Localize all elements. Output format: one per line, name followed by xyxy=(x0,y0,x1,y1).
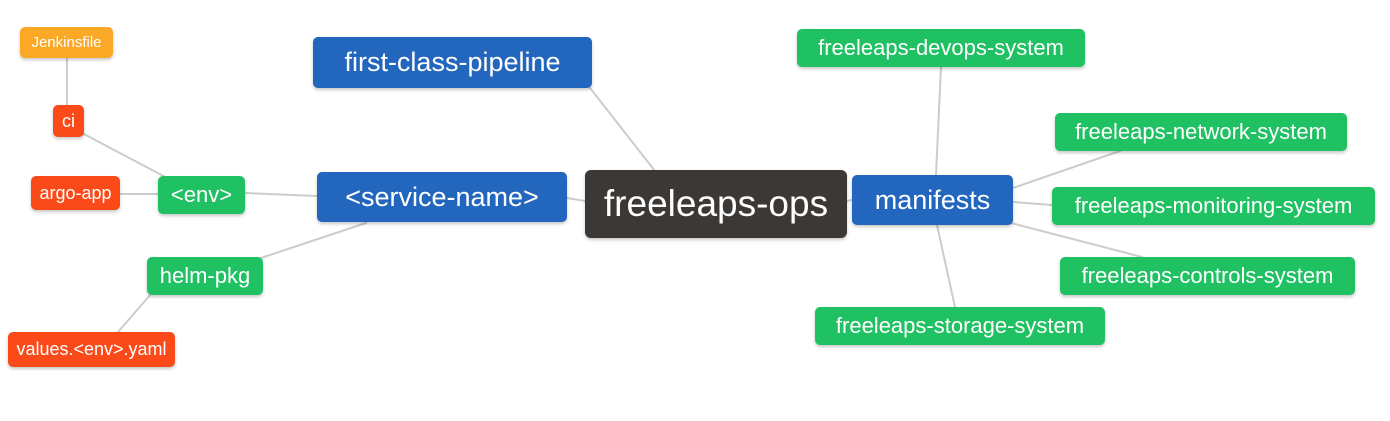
node-manifests[interactable]: manifests xyxy=(852,175,1013,225)
node-freeleaps-storage-system[interactable]: freeleaps-storage-system xyxy=(815,307,1105,345)
node-freeleaps-network-system[interactable]: freeleaps-network-system xyxy=(1055,113,1347,151)
edge-values-helm-pkg xyxy=(117,293,152,333)
node-values-env-yaml[interactable]: values.<env>.yaml xyxy=(8,332,175,367)
edge-ci-env xyxy=(81,132,170,180)
node-freeleaps-controls-system[interactable]: freeleaps-controls-system xyxy=(1060,257,1355,295)
node-service-name[interactable]: <service-name> xyxy=(317,172,567,222)
edge-service-name-freeleaps-ops xyxy=(566,197,586,202)
edge-manifests-monitoring xyxy=(1012,201,1053,206)
node-jenkinsfile[interactable]: Jenkinsfile xyxy=(20,27,113,58)
node-env[interactable]: <env> xyxy=(158,176,245,214)
node-freeleaps-ops[interactable]: freeleaps-ops xyxy=(585,170,847,238)
node-helm-pkg[interactable]: helm-pkg xyxy=(147,257,263,295)
node-argo-app[interactable]: argo-app xyxy=(31,176,120,210)
edge-env-service-name xyxy=(244,192,318,197)
edge-helm-pkg-service-name xyxy=(260,222,367,259)
node-ci[interactable]: ci xyxy=(53,105,84,137)
node-freeleaps-monitoring-system[interactable]: freeleaps-monitoring-system xyxy=(1052,187,1375,225)
node-first-class-pipeline[interactable]: first-class-pipeline xyxy=(313,37,592,88)
edge-manifests-storage xyxy=(936,224,956,308)
edge-manifests-network xyxy=(1012,150,1121,189)
node-freeleaps-devops-system[interactable]: freeleaps-devops-system xyxy=(797,29,1085,67)
edge-freeleaps-ops-manifests xyxy=(846,199,853,202)
edge-pipeline-freeleaps-ops xyxy=(589,87,656,172)
edge-manifests-devops xyxy=(935,66,942,176)
edge-manifests-controls xyxy=(1010,222,1143,258)
